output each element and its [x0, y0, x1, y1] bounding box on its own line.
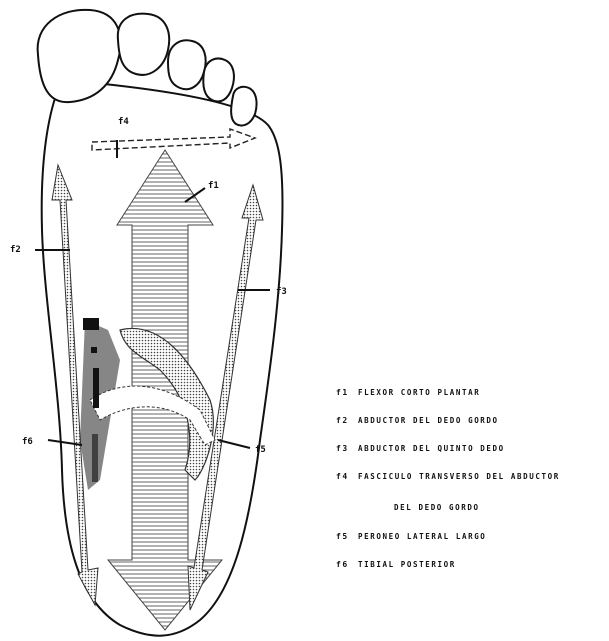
f3-label: f3: [276, 287, 287, 297]
fifth-toe: [231, 87, 256, 126]
f2-label: f2: [10, 245, 21, 255]
f4-label: f4: [118, 117, 129, 127]
second-toe: [118, 14, 169, 75]
fourth-toe: [203, 59, 234, 102]
f5-leader: [218, 440, 250, 448]
f1-label: f1: [208, 181, 219, 191]
big-toe: [38, 10, 121, 102]
f5-label: f5: [255, 445, 266, 455]
third-toe: [168, 40, 206, 89]
legend-item-f4-continued: DEL DEDO GORDO: [394, 503, 480, 512]
f6-label: f6: [22, 437, 33, 447]
